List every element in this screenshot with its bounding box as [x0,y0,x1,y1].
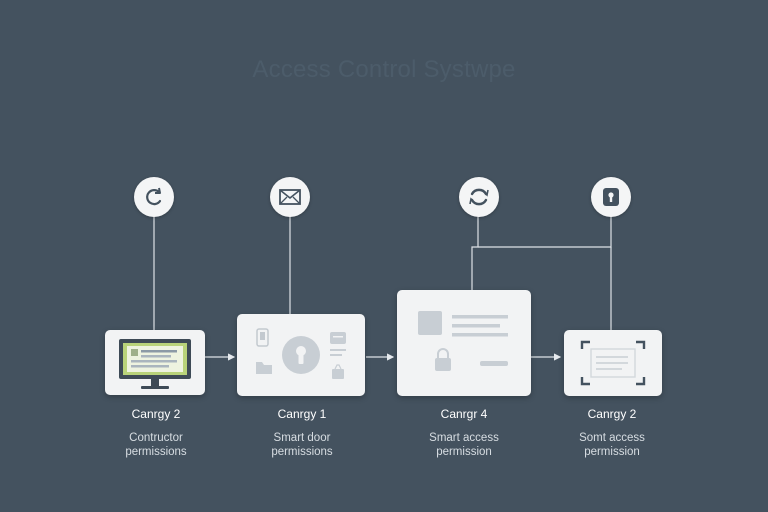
message-icon [330,332,346,344]
stage-card-4 [564,330,662,396]
stage-card-1 [105,330,205,395]
text-line [452,315,508,319]
framed-document-icon [580,340,646,386]
padlock-icon [435,348,451,371]
bag-icon [332,364,344,379]
input-bar [480,361,508,366]
text-line [452,333,508,337]
phone-icon [256,328,269,347]
stage-4-category: Canrgy 2 [587,407,637,421]
folder-icon [256,362,272,374]
keyhole-lock-icon [591,177,631,217]
keyhole-icon [282,336,320,374]
link-icon3-card3 [471,216,479,290]
list-icon [330,349,346,356]
stage-card-3 [397,290,531,396]
link-icon4-card4 [478,216,612,248]
image-placeholder [418,311,442,335]
diagram-title: Access Control Systwpe [252,56,516,83]
stage-card-2 [237,314,365,396]
stage-3-category: Canrgr 4 [440,407,488,421]
refresh-icon [134,177,174,217]
monitor-icon [119,339,191,389]
stage-1-category: Canrgy 2 [131,407,181,421]
cycle-arrows-icon [459,177,499,217]
envelope-icon [270,177,310,217]
text-line [452,324,500,328]
stage-2-category: Canrgy 1 [277,407,327,421]
